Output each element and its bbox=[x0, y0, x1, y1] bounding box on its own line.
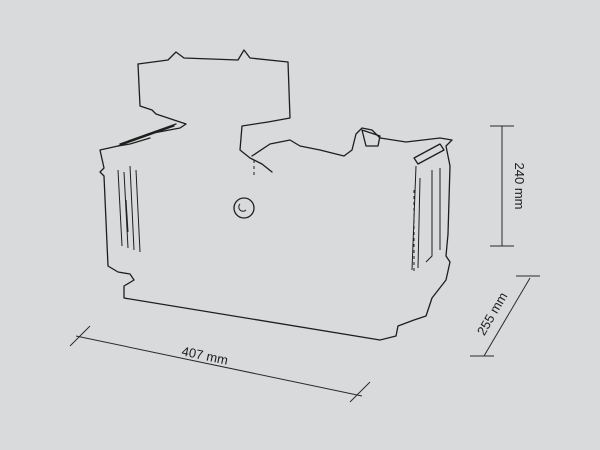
width-dim-line bbox=[75, 335, 363, 397]
inner-fold-line bbox=[253, 160, 415, 272]
upper-back-panel bbox=[137, 49, 291, 173]
left-slots bbox=[117, 165, 141, 253]
box-outline bbox=[99, 49, 453, 341]
depth-dimension: 255 mm bbox=[470, 275, 540, 357]
width-dimension: 407 mm bbox=[69, 325, 371, 403]
width-label: 407 mm bbox=[180, 343, 229, 367]
top-right-bracket bbox=[361, 129, 381, 147]
slot-left-top bbox=[117, 123, 177, 147]
width-dim-tick-right bbox=[349, 381, 371, 403]
depth-dim-line bbox=[483, 277, 531, 357]
depth-label: 255 mm bbox=[474, 290, 510, 338]
upper-back-panel-left bbox=[137, 63, 187, 135]
top-right-handle bbox=[413, 143, 445, 165]
height-dimension: 240 mm bbox=[490, 125, 527, 247]
center-hole bbox=[233, 197, 255, 219]
main-body bbox=[99, 127, 453, 341]
center-hole-inner bbox=[238, 203, 247, 212]
width-dim-tick-left bbox=[69, 325, 91, 347]
height-label: 240 mm bbox=[512, 163, 527, 210]
right-flap bbox=[411, 165, 441, 271]
